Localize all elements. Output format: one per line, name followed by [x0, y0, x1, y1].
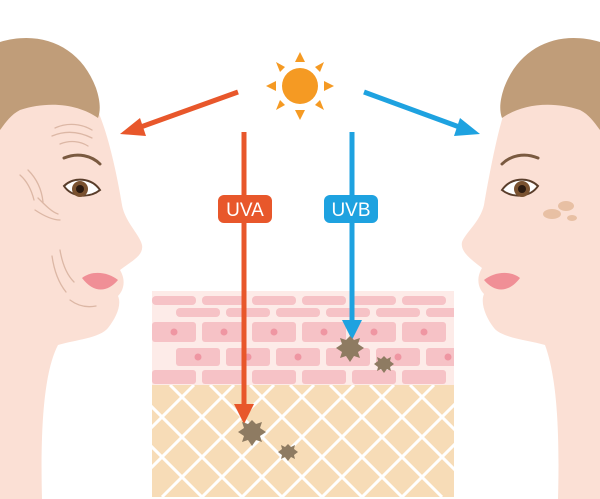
melanin-spot — [238, 420, 266, 446]
melanin-spot — [336, 336, 364, 362]
right-lips — [484, 272, 520, 290]
sun-icon — [266, 52, 334, 120]
uva-arrow-icon — [120, 89, 254, 424]
right-eye-pupil — [518, 185, 526, 193]
left-wrinkles — [19, 123, 97, 308]
cell-nuclei — [170, 328, 452, 361]
uva-label-text: UVA — [226, 200, 264, 221]
aged-face-left — [0, 38, 143, 499]
left-lips — [82, 272, 118, 290]
uvb-label: UVB — [324, 195, 378, 223]
melanin-spots — [238, 336, 394, 461]
collagen-mesh — [152, 385, 454, 497]
left-eye-pupil — [76, 185, 84, 193]
right-face-skin — [461, 60, 600, 499]
uvb-arrow-icon — [342, 89, 480, 340]
skin-cross-section — [152, 291, 454, 497]
left-eyebrow — [62, 153, 102, 166]
left-hair — [0, 38, 100, 130]
melanin-spot — [278, 444, 298, 461]
uva-label: UVA — [218, 195, 272, 223]
melanin-spot — [374, 356, 394, 373]
dermis-layer — [152, 385, 454, 497]
right-eyebrow — [500, 153, 540, 166]
uvb-label-text: UVB — [331, 200, 370, 221]
right-age-spots — [543, 201, 577, 221]
spotted-face-right — [461, 38, 600, 499]
right-hair — [500, 38, 600, 130]
